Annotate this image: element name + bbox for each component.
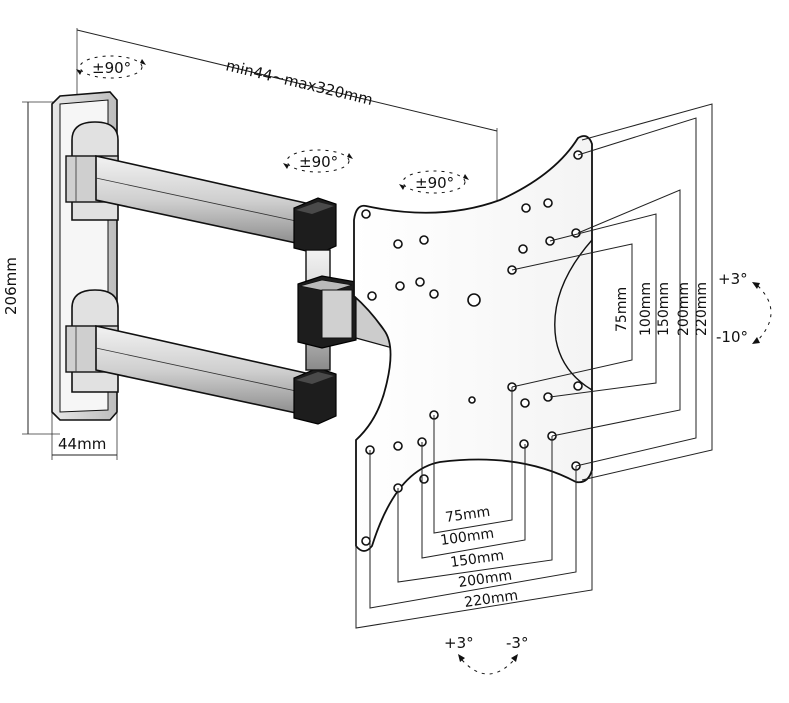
vesa-v-150: 150mm xyxy=(656,282,672,336)
height-dimension: 206mm xyxy=(2,101,60,435)
vesa-v-200: 200mm xyxy=(676,282,692,336)
swivel-wall-mark: ±90° xyxy=(76,55,146,79)
tilt-up-label: +3° xyxy=(718,270,748,288)
tilt-right-label: -3° xyxy=(506,634,528,652)
tilt-vertical-mark: +3° -10° xyxy=(716,270,772,346)
vesa-holes xyxy=(361,150,583,546)
upper-arm xyxy=(95,155,337,255)
swivel-mid-mark: ±90° xyxy=(283,149,353,173)
top-dimension-label: min44~max320mm xyxy=(224,56,375,109)
swivel-plate-label: ±90° xyxy=(415,174,454,192)
vesa-horizontal-dimensions: 75mm 100mm 150mm 200mm 220mm xyxy=(355,387,593,629)
vesa-vertical-dimensions: 75mm 100mm 150mm 200mm 220mm xyxy=(511,103,713,481)
vesa-v-220: 220mm xyxy=(694,282,710,336)
swivel-wall-label: ±90° xyxy=(92,59,131,77)
height-dimension-label: 206mm xyxy=(2,257,20,315)
depth-dimension: 44mm xyxy=(51,405,118,460)
vesa-h-200: 200mm xyxy=(457,568,513,591)
vesa-h-220: 220mm xyxy=(463,588,519,611)
swivel-plate-mark: ±90° xyxy=(399,170,469,194)
lower-arm xyxy=(95,325,337,425)
depth-dimension-label: 44mm xyxy=(58,435,106,453)
tilt-down-label: -10° xyxy=(716,328,748,346)
vesa-h-100: 100mm xyxy=(439,526,495,549)
vesa-h-75: 75mm xyxy=(444,504,491,526)
tilt-left-label: +3° xyxy=(444,634,474,652)
tilt-horizontal-mark: +3° -3° xyxy=(444,634,528,675)
vesa-h-150: 150mm xyxy=(449,548,505,571)
vesa-v-75: 75mm xyxy=(614,287,630,332)
vesa-plate xyxy=(353,135,593,552)
swivel-mid-label: ±90° xyxy=(299,153,338,171)
vesa-v-100: 100mm xyxy=(638,282,654,336)
